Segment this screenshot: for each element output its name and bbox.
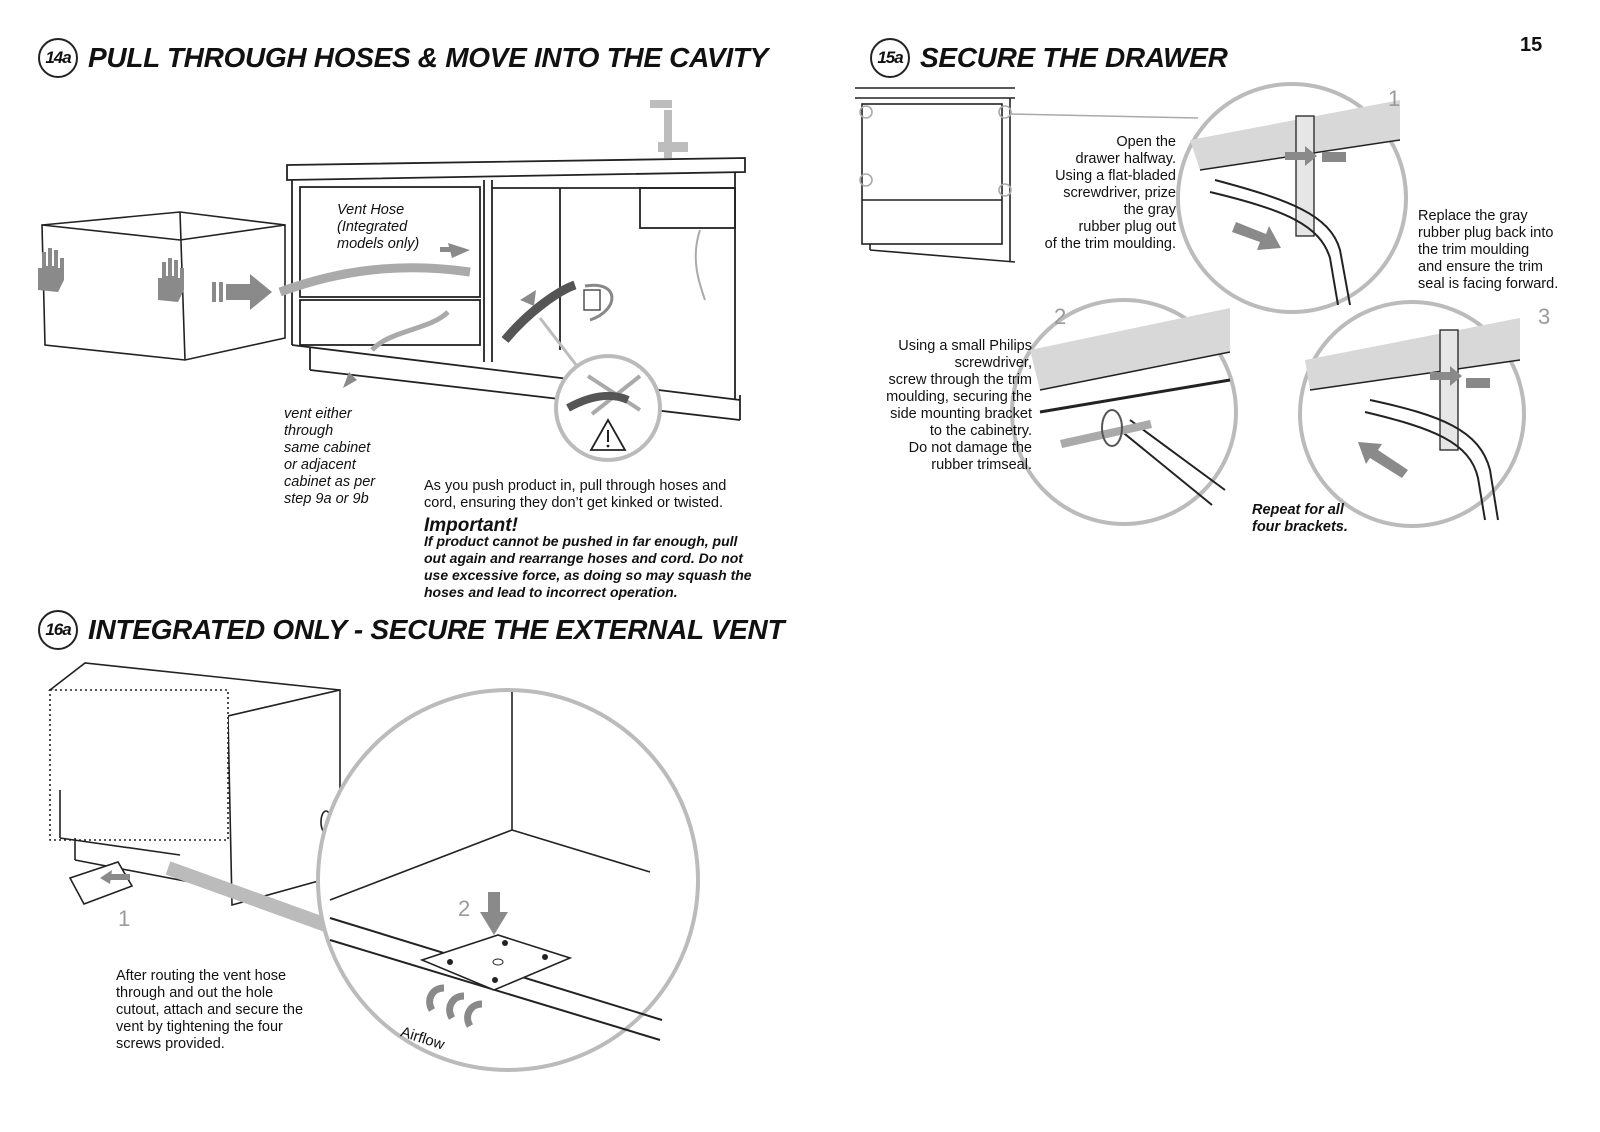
integrated-unit-illustration: [48, 662, 341, 907]
step1-number: 1: [1388, 86, 1401, 111]
step-badge: 16a: [38, 610, 78, 650]
detail-circle-vent: [316, 688, 700, 1072]
push-instructions: As you push product in, pull through hos…: [424, 478, 727, 511]
vent-hose-illustration: [278, 229, 706, 352]
tap-icon: [650, 100, 688, 158]
hand-icon: [38, 248, 184, 302]
vent-connector: [165, 861, 343, 937]
vent-step1-number: 1: [118, 906, 131, 931]
detail-circle-step2: [1010, 298, 1238, 526]
detail-circle-step1: [1176, 82, 1408, 314]
step3-number: 3: [1538, 304, 1551, 329]
section-15a-heading: 15a SECURE THE DRAWER: [870, 38, 1228, 78]
section-14a-heading: 14a PULL THROUGH HOSES & MOVE INTO THE C…: [38, 38, 768, 78]
step1-instructions: Open the drawer halfway. Using a flat-bl…: [1044, 134, 1176, 252]
step3-instructions: Replace the gray rubber plug back into t…: [1418, 208, 1559, 292]
push-arrow-icon: [212, 274, 272, 310]
section-title: PULL THROUGH HOSES & MOVE INTO THE CAVIT…: [88, 42, 768, 73]
arrow-icon: [100, 870, 130, 884]
drawer-front-illustration: [855, 87, 1199, 263]
vent-note: vent either through same cabinet or adja…: [284, 406, 376, 507]
detail-circle-step3: [1298, 300, 1526, 528]
cabinet-illustration: [286, 157, 746, 421]
warning-callout: [538, 317, 662, 462]
step2-instructions: Using a small Philips screwdriver, screw…: [886, 338, 1032, 473]
step-badge: 14a: [38, 38, 78, 78]
vent-instructions: After routing the vent hose through and …: [116, 968, 304, 1052]
socket-icon: [583, 289, 601, 311]
important-heading: Important!: [424, 515, 518, 536]
repeat-note: Repeat for all four brackets.: [1252, 502, 1348, 535]
step2-number: 2: [1054, 304, 1067, 329]
important-text: If product cannot be pushed in far enoug…: [424, 533, 752, 600]
arrow-icon: [343, 243, 536, 388]
vent-step2-number: 2: [458, 896, 471, 921]
page-number: 15: [1520, 34, 1543, 56]
section-16a-heading: 16a INTEGRATED ONLY - SECURE THE EXTERNA…: [38, 610, 785, 650]
section-title: INTEGRATED ONLY - SECURE THE EXTERNAL VE…: [88, 614, 785, 645]
vent-hose-label: Vent Hose (Integrated models only): [337, 202, 420, 252]
section-title: SECURE THE DRAWER: [920, 42, 1228, 73]
step-badge: 15a: [870, 38, 910, 78]
warning-triangle-icon: [589, 418, 627, 451]
